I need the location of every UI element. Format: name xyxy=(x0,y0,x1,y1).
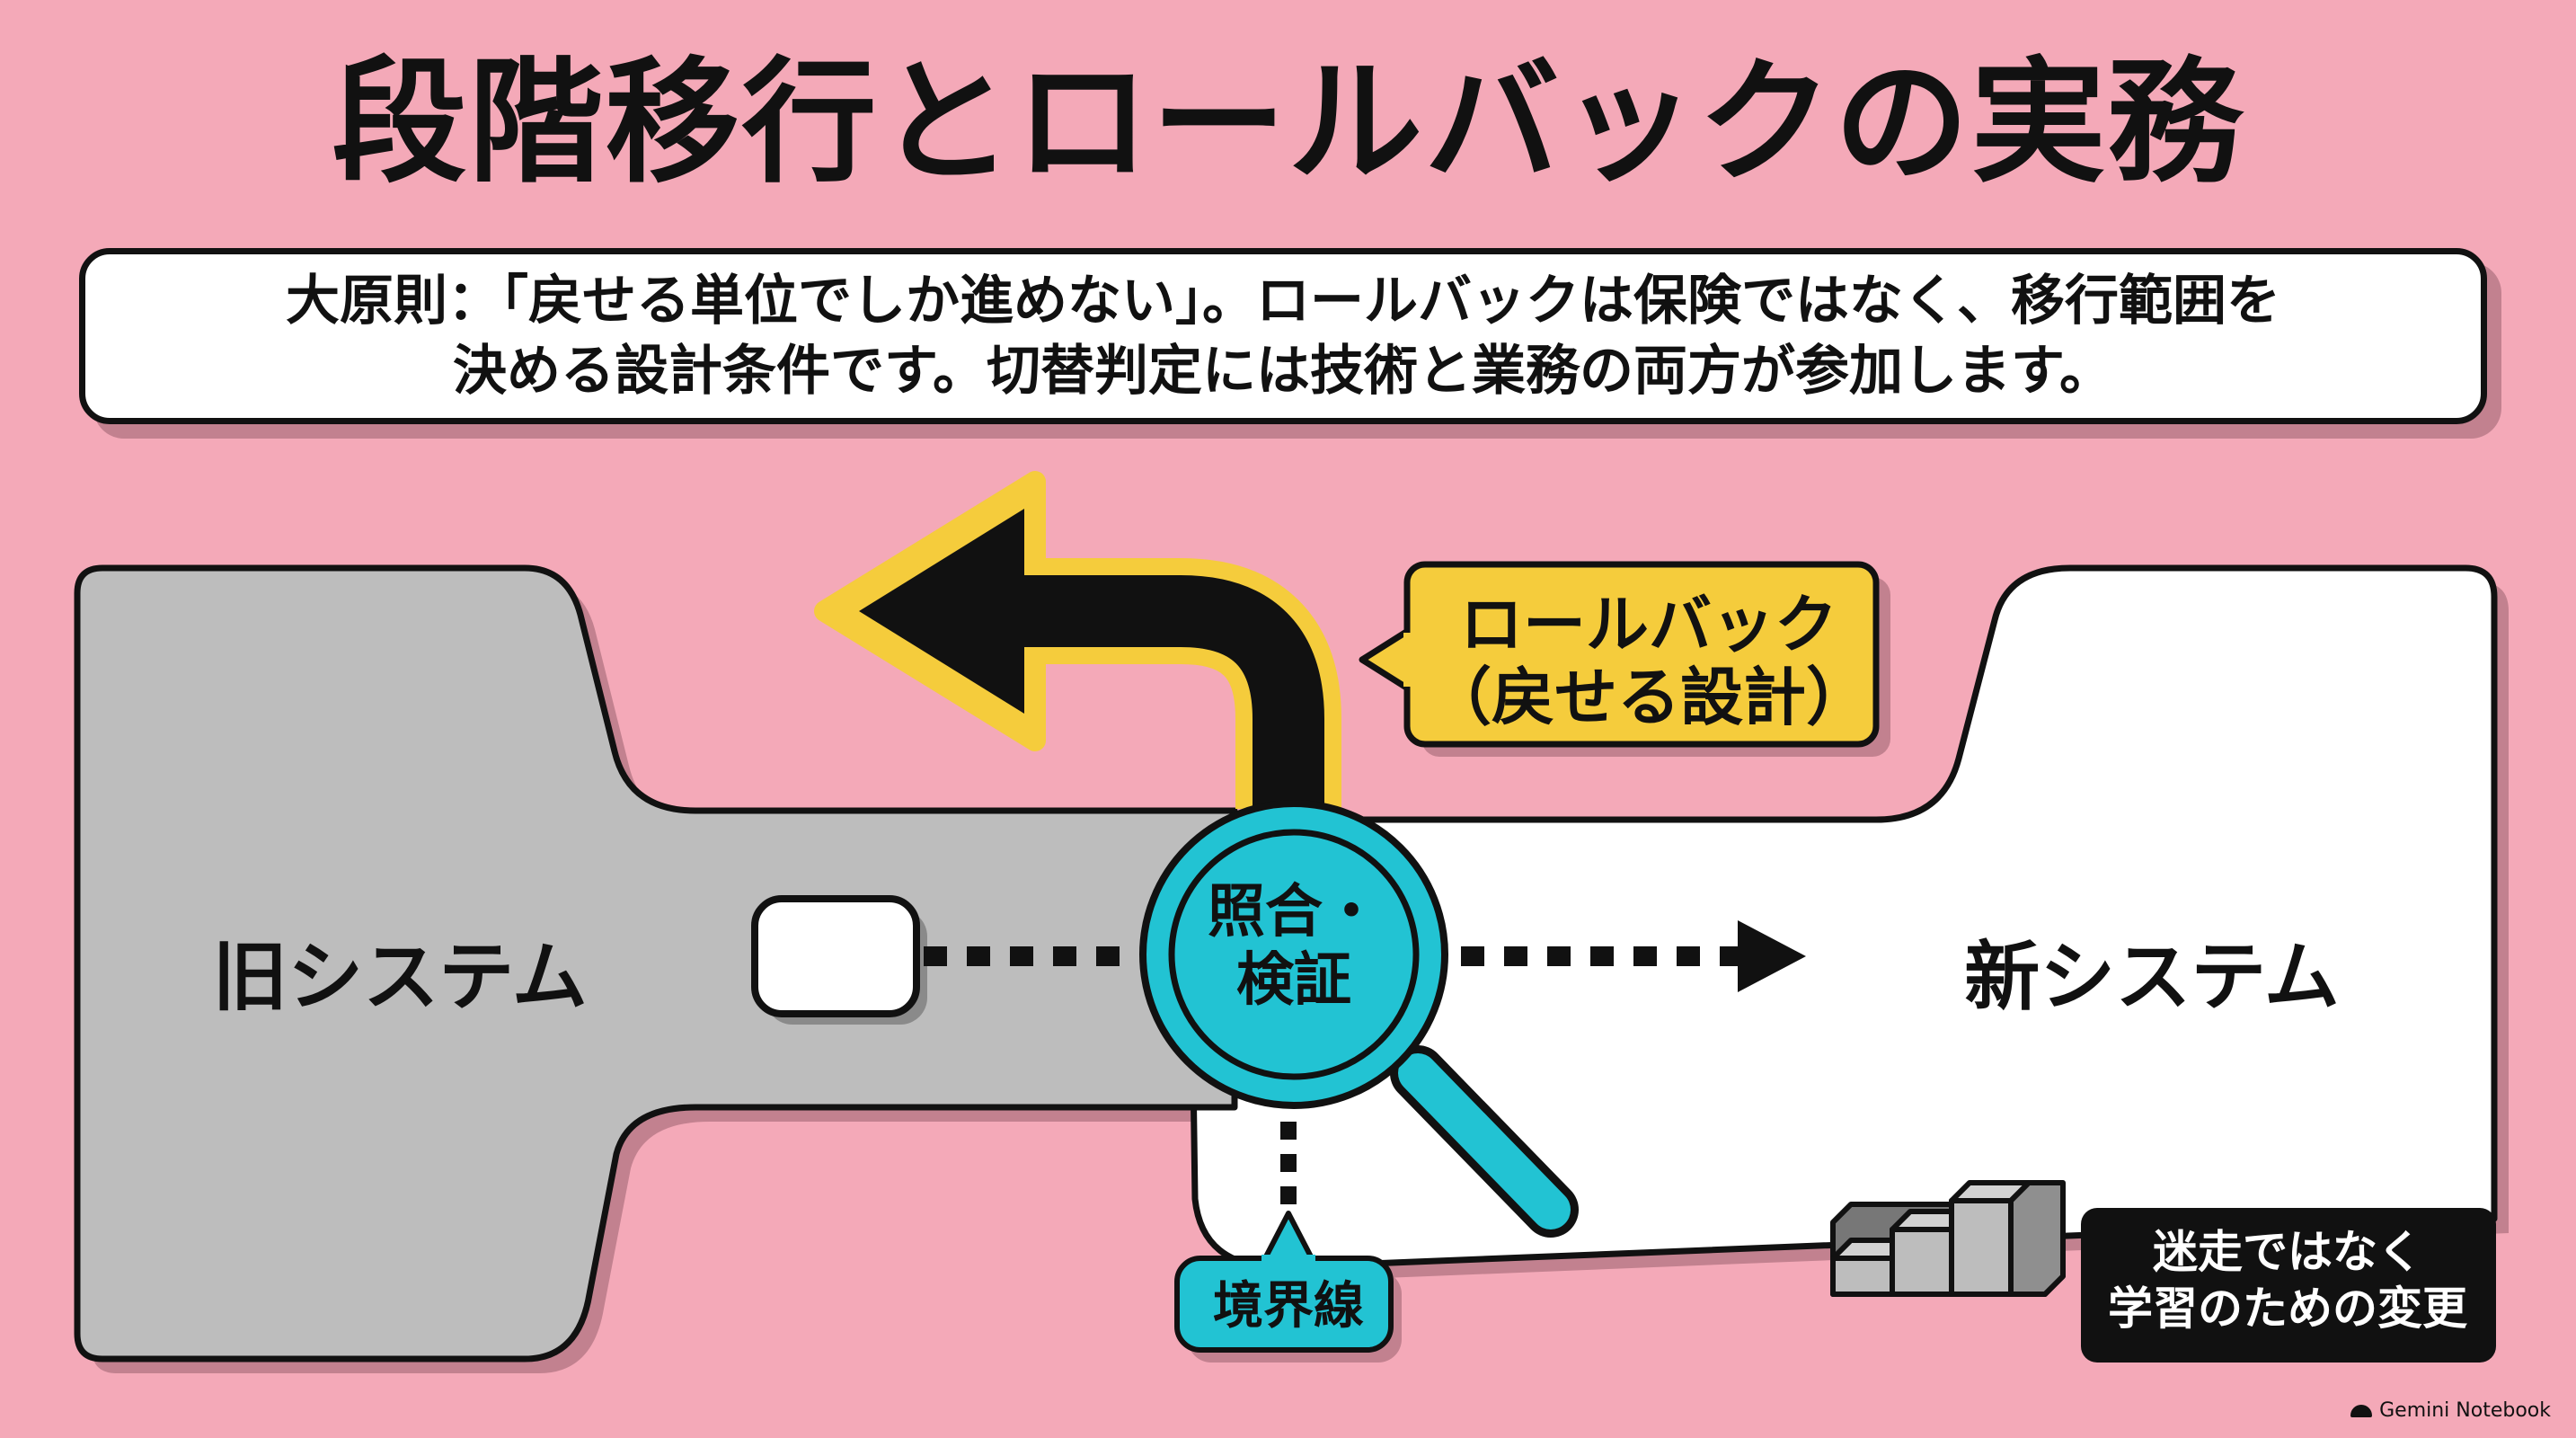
rollback-label-line-1: ロールバック xyxy=(1460,588,1837,661)
learning-label: 迷走ではなく 学習のための変更 xyxy=(2086,1224,2489,1336)
principle-line-1: 大原則：「戻せる単位でしか進めない」。ロールバックは保険ではなく、移行範囲を xyxy=(286,270,2280,333)
boundary-label: 境界線 xyxy=(1213,1277,1364,1336)
u-turn-arrow-icon xyxy=(814,471,1341,809)
learning-callout xyxy=(2081,1208,2496,1363)
rollback-label: ロールバック （戻せる設計） xyxy=(1415,589,1882,733)
learning-label-line-1: 迷走ではなく xyxy=(2153,1226,2422,1278)
rollback-callout-tail xyxy=(1359,626,1414,694)
verification-label-line-1: 照合・ xyxy=(1208,879,1380,945)
learning-label-line-2: 学習のための変更 xyxy=(2108,1282,2467,1335)
magnifier-icon xyxy=(1139,800,1579,1238)
verification-label-line-2: 検証 xyxy=(1236,946,1351,1014)
gemini-notebook-icon xyxy=(2350,1404,2373,1417)
principle-box: 大原則：「戻せる単位でしか進めない」。ロールバックは保険ではなく、移行範囲を 決… xyxy=(79,248,2487,424)
flow-arrowhead-icon xyxy=(1738,920,1806,992)
old-system-label: 旧システム xyxy=(212,933,588,1021)
watermark: Gemini Notebook xyxy=(2350,1399,2551,1422)
data-block-icon xyxy=(751,895,920,1017)
new-system-label: 新システム xyxy=(1964,933,2340,1021)
old-system-zone xyxy=(74,564,1238,1363)
principle-line-2: 決める設計条件です。切替判定には技術と業務の両方が参加します。 xyxy=(453,340,2113,403)
verification-label: 照合・ 検証 xyxy=(1168,879,1420,1015)
page-title: 段階移行とロールバックの実務 xyxy=(332,45,2244,201)
watermark-text: Gemini Notebook xyxy=(2379,1399,2551,1422)
stairs-icon xyxy=(1830,1180,2066,1297)
rollback-label-line-2: （戻せる設計） xyxy=(1429,660,1869,734)
